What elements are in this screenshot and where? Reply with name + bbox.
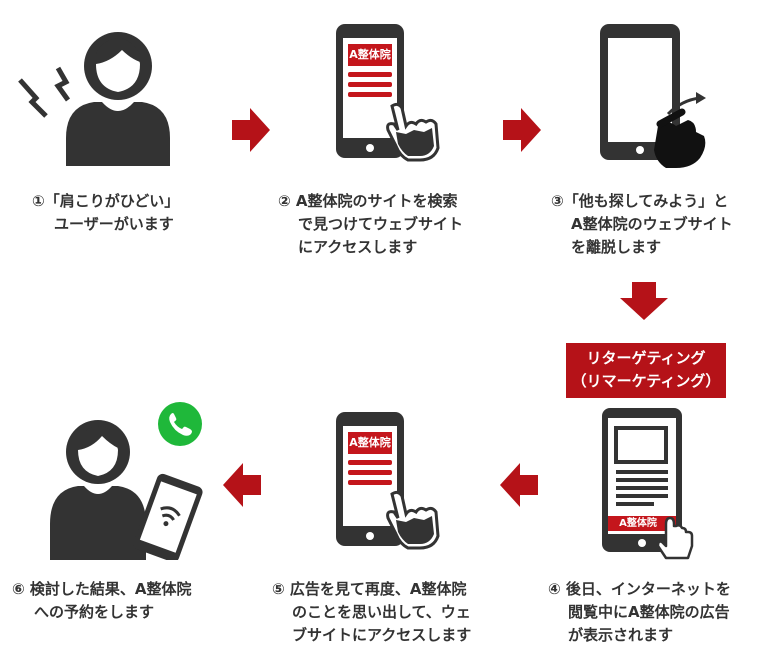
smartphone-icon bbox=[336, 24, 440, 162]
arrow-right-icon bbox=[503, 108, 541, 152]
step-3-caption: ③「他も探してみよう」と A整体院のウェブサイト を離脱します bbox=[551, 192, 733, 256]
smartphone-ad-illustration: A整体院 bbox=[600, 408, 696, 562]
phone-screen-label: A整体院 bbox=[349, 48, 391, 61]
arrow-down-icon bbox=[620, 282, 668, 320]
smartphone-site-illustration: A整体院 bbox=[334, 22, 444, 162]
retargeting-label: リターゲティング （リマーケティング） bbox=[566, 343, 726, 398]
step-6-caption: ⑥ 検討した結果、A整体院 への予約をします bbox=[12, 580, 192, 621]
smartphone-site-illustration: A整体院 bbox=[334, 410, 444, 550]
step-2-caption: ② A整体院のサイトを検索 で見つけてウェブサイト にアクセスします bbox=[278, 192, 464, 256]
smartphone-icon bbox=[336, 412, 440, 550]
step-1-caption: ①「肩こりがひどい」 ユーザーがいます bbox=[32, 192, 180, 233]
step-5-caption: ⑤ 広告を見て再度、A整体院 のことを思い出して、ウェ ブサイトにアクセスします bbox=[272, 580, 472, 644]
smartphone-swipe-icon bbox=[600, 24, 706, 168]
person-phone-call-icon bbox=[50, 402, 203, 560]
arrow-right-icon bbox=[232, 108, 270, 152]
person-shoulder-pain-icon bbox=[18, 32, 170, 166]
smartphone-icon bbox=[602, 408, 694, 560]
phone-screen-label: A整体院 bbox=[349, 436, 391, 449]
ad-banner-label: A整体院 bbox=[619, 518, 657, 529]
arrow-left-icon bbox=[223, 463, 261, 507]
arrow-left-icon bbox=[500, 463, 538, 507]
step-4-caption: ④ 後日、インターネットを 閲覧中にA整体院の広告 が表示されます bbox=[548, 580, 731, 644]
